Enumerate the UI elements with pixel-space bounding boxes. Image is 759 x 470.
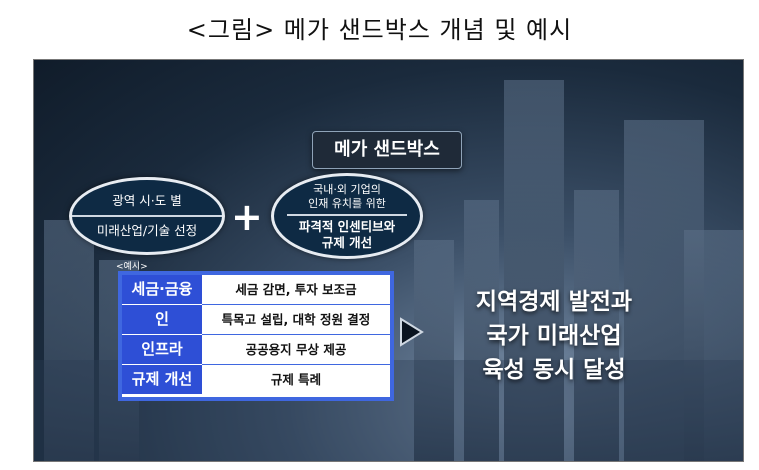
right-oval-line1: 국내·외 기업의 [313,183,381,196]
mega-sandbox-title: 메가 샌드박스 [312,131,462,169]
row-value: 공공용지 무상 제공 [202,335,390,365]
right-oval-line3: 파격적 인센티브와 [298,219,396,234]
arrow-right-icon [400,317,424,347]
table-row: 인프라 공공용지 무상 제공 [122,335,390,365]
example-table: 세금·금융 세금 감면, 투자 보조금 인력 특목고 설립, 대학 정원 결정 … [118,271,394,401]
row-value: 세금 감면, 투자 보조금 [202,275,390,305]
result-line2: 국가 미래산업 [486,323,622,349]
regional-selection-oval: 광역 시·도 별 미래산업/기술 선정 [69,177,225,255]
row-header: 규제 개선 [122,365,202,394]
figure-caption: <그림> 메가 샌드박스 개념 및 예시 [186,16,573,44]
left-oval-line1: 광역 시·도 별 [112,193,182,208]
oval-divider [72,215,222,217]
right-oval-line4: 규제 개선 [321,235,373,250]
right-oval-line2: 인재 유치를 위한 [308,197,386,210]
table-row: 규제 개선 규제 특례 [122,365,390,395]
row-value: 규제 특례 [270,372,322,387]
result-line1: 지역경제 발전과 [475,289,633,315]
incentive-oval: 국내·외 기업의 인재 유치를 위한 파격적 인센티브와 규제 개선 [271,173,423,259]
result-line3: 육성 동시 달성 [482,357,626,383]
city-skyline-background [34,80,743,461]
example-label: <예시> [116,262,148,272]
row-header: 인프라 [122,335,202,364]
row-header: 세금·금융 [122,275,202,304]
table-row: 세금·금융 세금 감면, 투자 보조금 [122,275,390,305]
plus-icon: + [231,195,263,239]
row-value: 특목고 설립, 대학 정원 결정 [202,305,390,335]
oval-divider [287,214,407,216]
table-row: 인력 특목고 설립, 대학 정원 결정 [122,305,390,357]
concept-illustration: 메가 샌드박스 광역 시·도 별 미래산업/기술 선정 + 국내·외 기업의 인… [33,59,744,462]
result-statement: 지역경제 발전과 국가 미래산업 육성 동시 달성 [434,285,674,387]
row-header: 인력 [122,305,202,357]
left-oval-line2: 미래산업/기술 선정 [96,223,198,238]
